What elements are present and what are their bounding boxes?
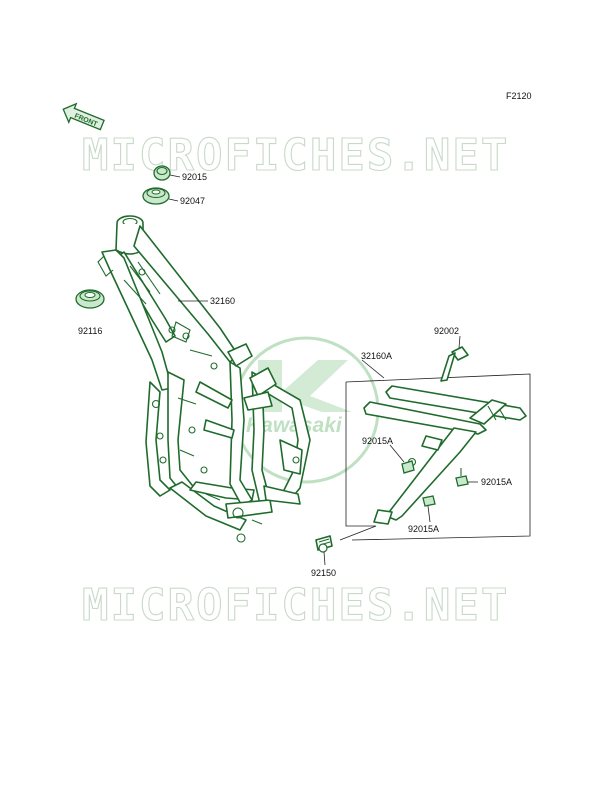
nut-92015A-lower-icon bbox=[422, 495, 436, 507]
seal-92116-icon bbox=[75, 289, 105, 309]
rear-subframe-32160A bbox=[363, 385, 527, 525]
subframe-box bbox=[339, 373, 531, 541]
watermark-bottom: MICROFICHES.NET bbox=[82, 580, 509, 631]
logo-text: Kawasaki bbox=[246, 414, 343, 437]
label-32160A: 32160A bbox=[361, 351, 392, 361]
label-92002: 92002 bbox=[434, 326, 459, 336]
figure-code: F2120 bbox=[506, 91, 532, 101]
label-92015A-right: 92015A bbox=[481, 477, 512, 487]
watermark-top: MICROFICHES.NET bbox=[82, 130, 509, 181]
nut-92015A-left-icon bbox=[401, 460, 415, 474]
label-92116: 92116 bbox=[78, 326, 102, 336]
label-92015A-lower: 92015A bbox=[408, 524, 439, 534]
nut-92015A-right-icon bbox=[455, 468, 469, 487]
label-92150: 92150 bbox=[311, 568, 336, 578]
bearing-92047-icon bbox=[142, 187, 170, 205]
label-92047: 92047 bbox=[180, 196, 205, 206]
main-frame-32160 bbox=[97, 215, 311, 543]
nut-92015-icon bbox=[153, 165, 171, 181]
bolt-92150-icon bbox=[315, 535, 333, 553]
label-92015: 92015 bbox=[182, 172, 207, 182]
bolt-92002-icon bbox=[440, 346, 469, 382]
label-32160: 32160 bbox=[210, 296, 235, 306]
label-92015A-upper: 92015A bbox=[362, 436, 393, 446]
